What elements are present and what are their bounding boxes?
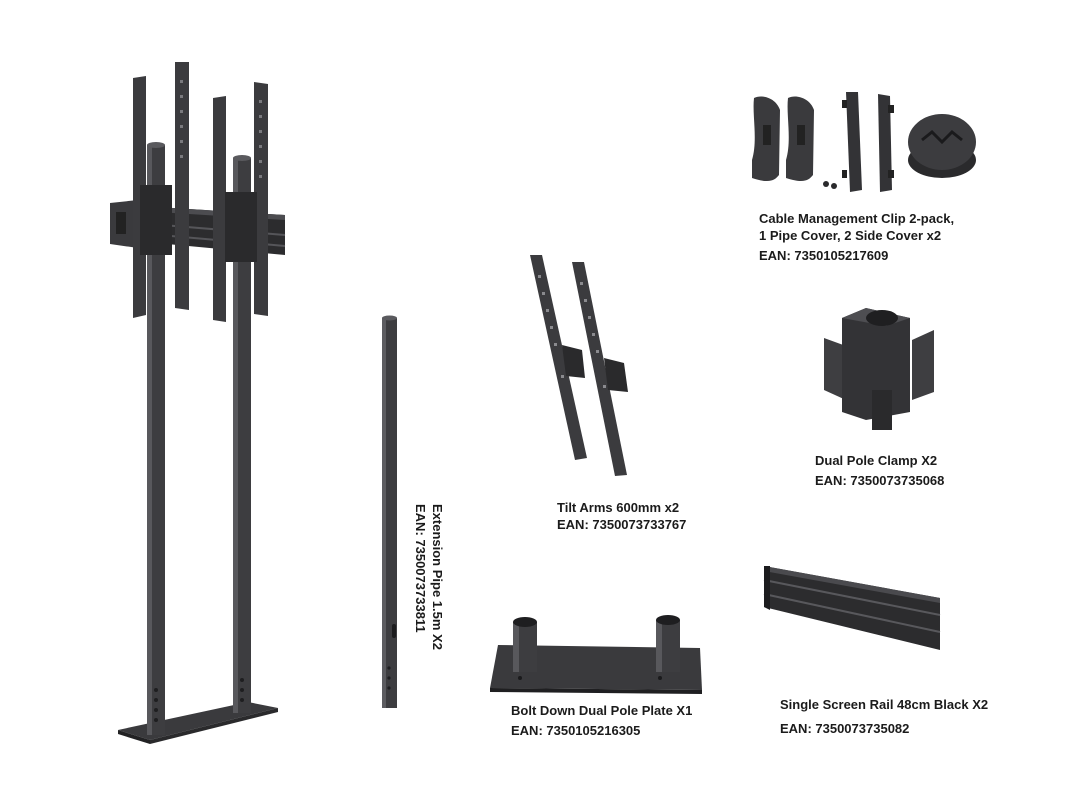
dual-pole-clamp-image — [824, 308, 934, 430]
bolt-down-plate-image — [490, 615, 702, 694]
extension-pipe-image — [382, 315, 397, 708]
extension-pipe-name: Extension Pipe 1.5m X2 — [430, 504, 445, 650]
bolt-down-plate-label: Bolt Down Dual Pole Plate X1 EAN: 735010… — [511, 702, 692, 739]
cable-clip-name-line2: 1 Pipe Cover, 2 Side Cover x2 — [759, 228, 942, 243]
screen-rail-label: Single Screen Rail 48cm Black X2 EAN: 73… — [780, 696, 988, 737]
screen-rail-ean: EAN: 7350073735082 — [780, 721, 910, 736]
screen-rail-name: Single Screen Rail 48cm Black X2 — [780, 697, 989, 712]
cable-clip-label: Cable Management Clip 2-pack, 1 Pipe Cov… — [759, 210, 954, 264]
tilt-arms-label: Tilt Arms 600mm x2 EAN: 7350073733767 — [557, 499, 686, 533]
tilt-arms-ean: EAN: 7350073733767 — [557, 517, 687, 532]
tilt-arms-image — [530, 255, 628, 476]
bolt-down-plate-ean: EAN: 7350105216305 — [511, 723, 641, 738]
cable-clip-ean: EAN: 7350105217609 — [759, 248, 889, 263]
cable-clip-image — [752, 92, 976, 192]
assembled-stand-image — [110, 62, 286, 744]
screen-rail-image — [763, 566, 941, 650]
tilt-arms-name: Tilt Arms 600mm x2 — [557, 500, 680, 515]
dual-pole-clamp-name: Dual Pole Clamp X2 — [815, 453, 938, 468]
extension-pipe-label: Extension Pipe 1.5m X2 EAN: 735007373381… — [412, 504, 446, 650]
bolt-down-plate-name: Bolt Down Dual Pole Plate X1 — [511, 703, 693, 718]
extension-pipe-ean: EAN: 7350073733811 — [413, 504, 428, 633]
dual-pole-clamp-label: Dual Pole Clamp X2 EAN: 7350073735068 — [815, 452, 944, 489]
cable-clip-name-line1: Cable Management Clip 2-pack, — [759, 211, 955, 226]
dual-pole-clamp-ean: EAN: 7350073735068 — [815, 473, 945, 488]
